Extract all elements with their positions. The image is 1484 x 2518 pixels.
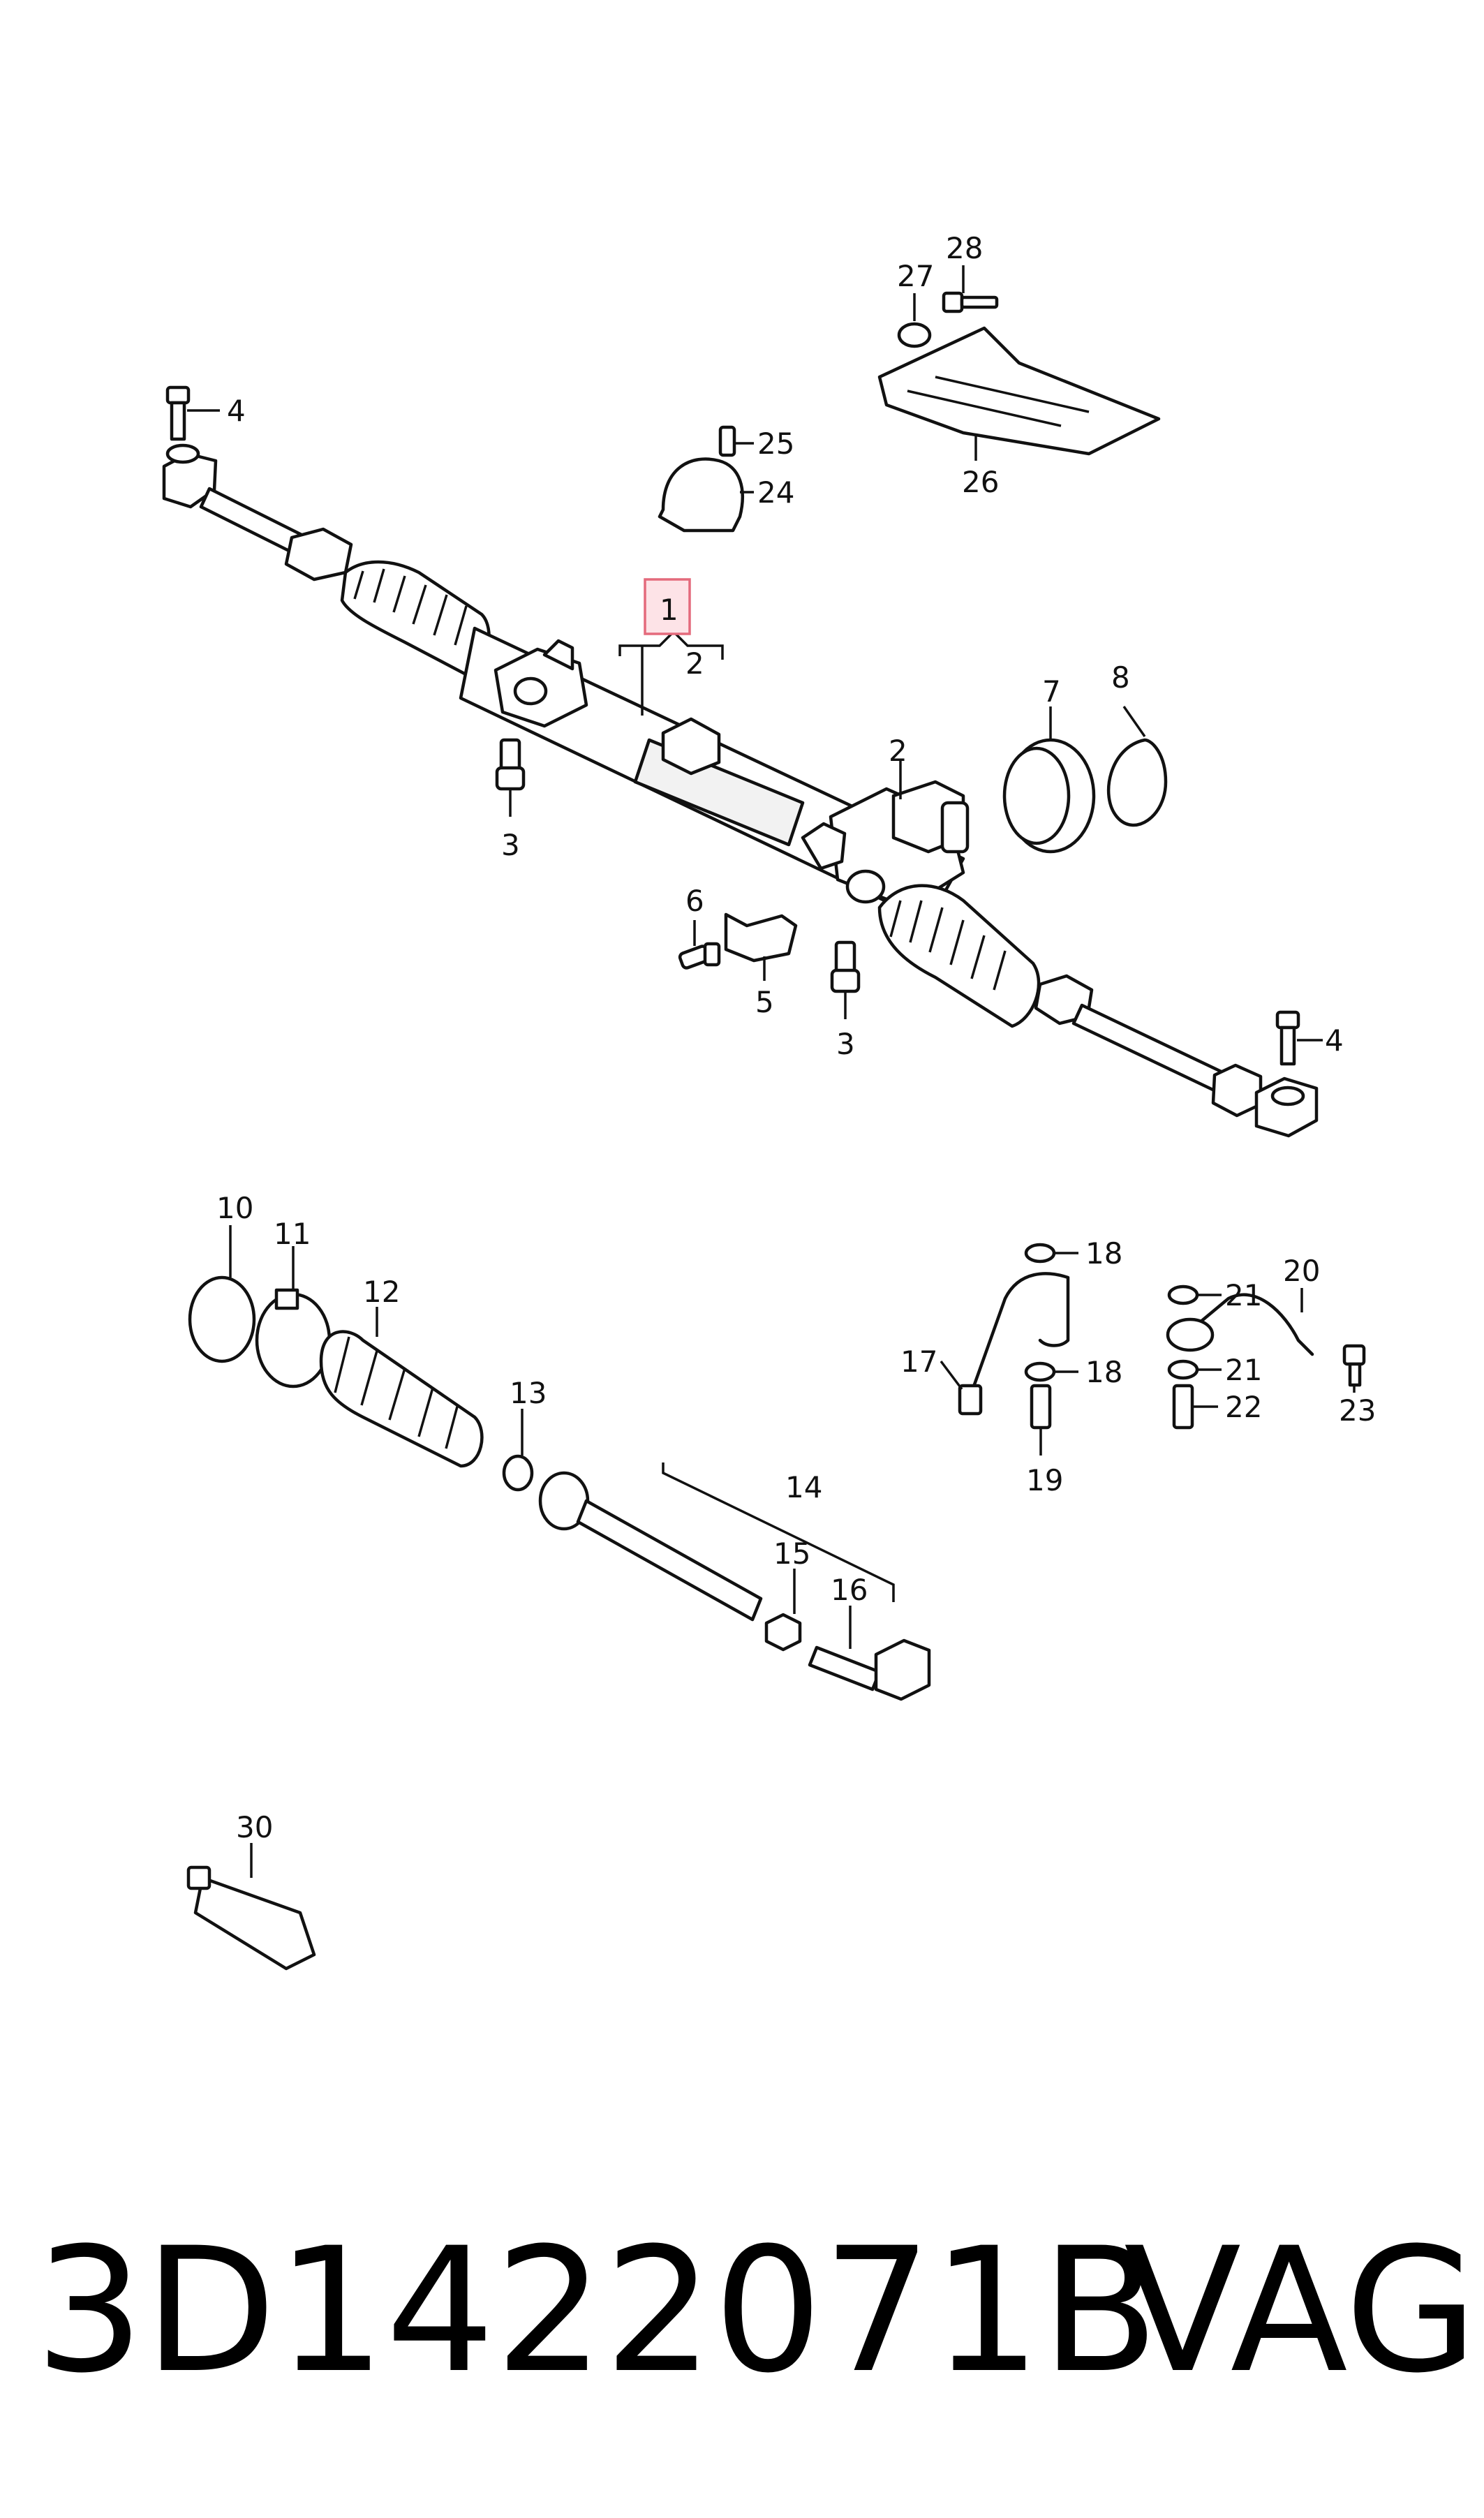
clamp-11 xyxy=(255,1288,332,1388)
part-number: 3D1422071B xyxy=(35,2212,1159,2411)
callout-10: 10 xyxy=(216,1191,253,1225)
callout-7: 7 xyxy=(1042,674,1061,709)
banjo-bolt-19 xyxy=(1030,1384,1052,1430)
bracket-14 xyxy=(662,1462,895,1602)
washer-21-bottom xyxy=(1167,1359,1199,1380)
callout-26: 26 xyxy=(962,465,999,499)
boot-12 xyxy=(319,1330,484,1468)
callout-2-upper: 2 xyxy=(685,646,704,681)
callout-23: 23 xyxy=(1339,1393,1376,1428)
housing-mid-mount xyxy=(661,717,721,776)
pipe-20 xyxy=(1185,1293,1314,1356)
callout-5: 5 xyxy=(755,985,774,1019)
washer-18-top xyxy=(1024,1243,1056,1264)
grease-tube-30 xyxy=(186,1865,316,1971)
valve-body-port xyxy=(845,869,886,904)
callout-11: 11 xyxy=(274,1217,311,1251)
tie-rod-right xyxy=(1071,1003,1231,1095)
bolt-25 xyxy=(718,425,736,457)
callout-18-lower: 18 xyxy=(1085,1355,1122,1389)
nut-27 xyxy=(897,322,932,348)
tie-rod-end-16 xyxy=(808,1638,931,1701)
callout-6: 6 xyxy=(685,884,704,918)
heat-shield-26-ribs xyxy=(907,376,1090,427)
callout-22: 22 xyxy=(1225,1390,1262,1424)
cover-24 xyxy=(658,457,744,533)
housing-left-mount-hole xyxy=(513,676,548,706)
pinion-shaft xyxy=(940,801,970,854)
tie-rod-left-nut xyxy=(284,527,353,582)
callout-18-upper: 18 xyxy=(1085,1236,1122,1271)
washer-18-bottom xyxy=(1024,1361,1056,1382)
bolt-23 xyxy=(1342,1344,1366,1387)
callout-15: 15 xyxy=(773,1536,810,1571)
bracket-5 xyxy=(724,912,798,963)
callout-labels: 1 2 2 3 3 4 4 5 6 7 8 10 11 12 13 14 15 … xyxy=(216,231,1376,1844)
callout-24: 24 xyxy=(757,475,794,510)
boot-left-ribs xyxy=(353,568,468,646)
callout-12: 12 xyxy=(363,1275,400,1309)
callout-16: 16 xyxy=(831,1573,868,1607)
washer-21-top xyxy=(1167,1284,1199,1305)
callout-3-left: 3 xyxy=(501,828,520,862)
screw-6 xyxy=(678,942,721,970)
banjo-bolt-22 xyxy=(1172,1384,1194,1430)
bolt-3-left xyxy=(495,738,526,791)
callout-20: 20 xyxy=(1283,1254,1320,1288)
fitting-17 xyxy=(958,1384,983,1416)
callout-17: 17 xyxy=(900,1345,937,1379)
seal-7 xyxy=(1002,738,1096,854)
callout-2-lower: 2 xyxy=(889,734,907,768)
bolt-28 xyxy=(942,291,999,313)
callout-21-lower: 21 xyxy=(1225,1353,1262,1387)
steering-rack-assembly xyxy=(162,443,1319,1138)
boot-right xyxy=(877,884,1041,1028)
fitting-20 xyxy=(1166,1317,1215,1352)
callout-13: 13 xyxy=(510,1376,547,1410)
tie-rod-right-jam-nut xyxy=(1211,1063,1263,1118)
highlight-box-1 xyxy=(644,578,691,635)
callout-30: 30 xyxy=(236,1810,273,1844)
circlip-8 xyxy=(1106,738,1168,827)
clamp-13 xyxy=(502,1454,534,1492)
callout-8: 8 xyxy=(1111,660,1130,695)
bolt-3-right xyxy=(830,940,861,993)
valve-body-fitting xyxy=(801,822,847,871)
callout-28: 28 xyxy=(946,231,983,265)
brand-name: VAG xyxy=(1124,2212,1478,2411)
callout-1: 1 xyxy=(660,593,678,627)
tie-rod-end-right-stud xyxy=(1270,1086,1305,1106)
callout-4-right: 4 xyxy=(1325,1023,1344,1058)
bolt-4-left xyxy=(165,385,191,441)
tie-rod-end-left-stud xyxy=(165,443,200,464)
callout-19: 19 xyxy=(1026,1463,1063,1497)
boot-right-ribs xyxy=(889,900,1007,991)
callout-4-left: 4 xyxy=(227,394,246,428)
callout-25: 25 xyxy=(757,427,794,461)
heat-shield-26 xyxy=(877,326,1161,456)
bolt-4-right xyxy=(1275,1010,1300,1066)
callout-21-upper: 21 xyxy=(1225,1278,1262,1312)
callout-14: 14 xyxy=(785,1470,822,1504)
pipe-17 xyxy=(968,1272,1070,1398)
callout-3-right: 3 xyxy=(836,1027,855,1061)
housing-left-ear xyxy=(542,639,574,671)
nut-15 xyxy=(764,1613,802,1652)
callout-27: 27 xyxy=(897,259,934,293)
inner-tie-rod-14 xyxy=(538,1471,763,1622)
ring-10 xyxy=(188,1275,256,1363)
